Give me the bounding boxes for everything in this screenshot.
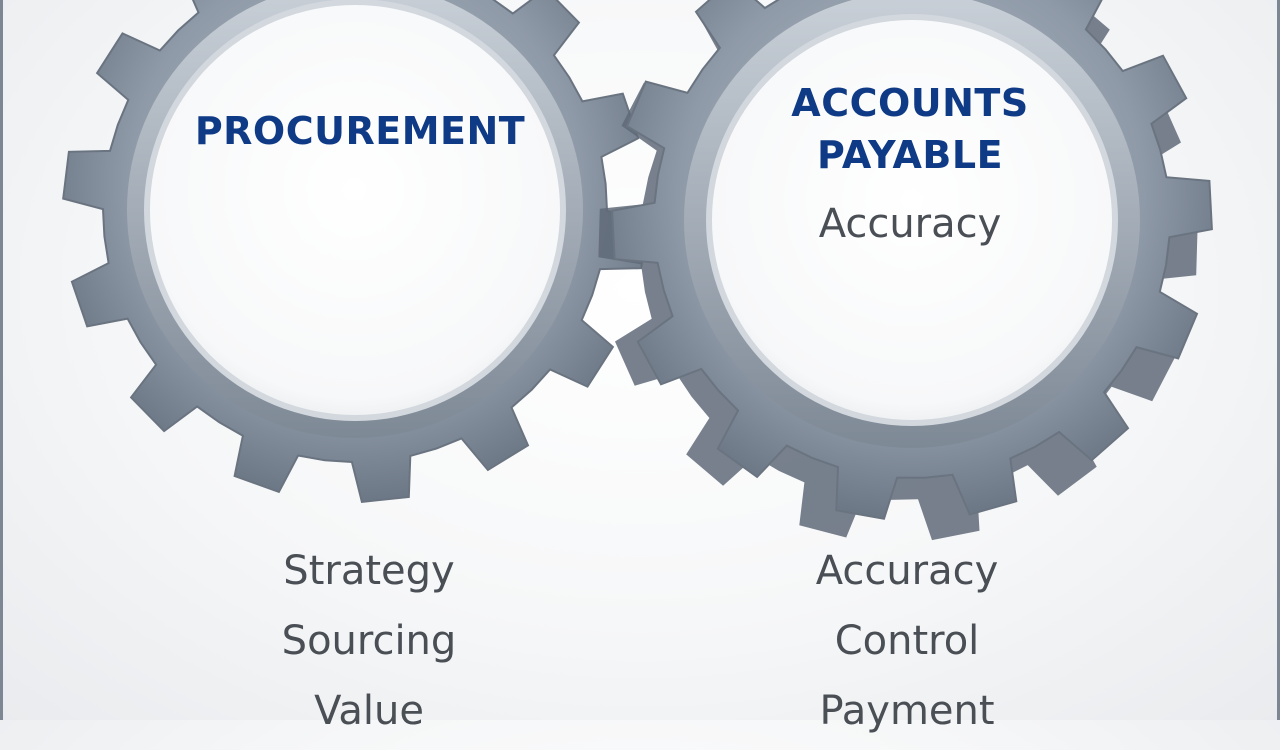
gears-illustration <box>62 0 1213 541</box>
accounts-payable-gear-face <box>712 20 1112 420</box>
procurement-list: Strategy Sourcing Value <box>189 540 549 750</box>
procurement-title-line: PROCUREMENT <box>194 109 526 153</box>
right-border <box>1277 0 1280 720</box>
list-item: Strategy <box>283 548 455 594</box>
accounts-payable-subtitle: Accuracy <box>818 201 1002 247</box>
list-item: Accuracy <box>815 548 999 594</box>
list-item: Control <box>834 618 980 664</box>
accounts-payable-title-line-2: PAYABLE <box>816 133 1004 177</box>
procurement-title: PROCUREMENT <box>150 105 570 157</box>
accounts-payable-title-line-1: ACCOUNTS <box>791 81 1029 125</box>
left-border <box>0 0 3 720</box>
accounts-payable-title: ACCOUNTS PAYABLE <box>700 77 1120 181</box>
accounts-payable-list: Accuracy Control Payment <box>727 540 1087 750</box>
list-item: Value <box>314 688 424 734</box>
procurement-gear-face <box>150 5 560 415</box>
list-item: Sourcing <box>281 618 457 664</box>
list-item: Payment <box>819 688 995 734</box>
